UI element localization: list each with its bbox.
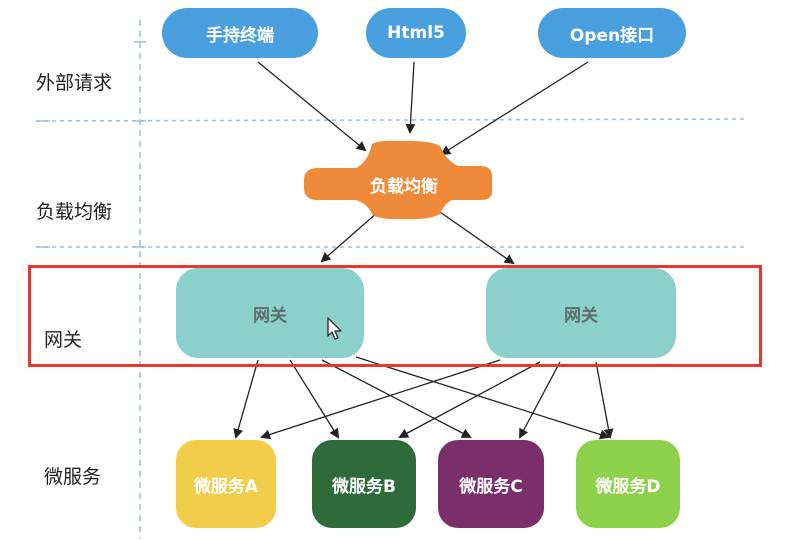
- arrow-lb-gateway2: [439, 211, 515, 265]
- load-balancer-label: 负载均衡: [370, 176, 438, 197]
- service-a: 微服务A: [176, 440, 276, 528]
- load-balancer: 负载均衡: [352, 168, 456, 200]
- mouse-pointer-icon: [327, 317, 342, 340]
- arrow-gw1-svcC: [321, 359, 472, 438]
- arrow-gw2-svcB: [398, 361, 541, 438]
- separator-line: [35, 118, 746, 122]
- row-label-external: 外部请求: [36, 72, 113, 94]
- arrow-client3-lb: [440, 61, 589, 156]
- service-label: 微服务B: [332, 476, 396, 497]
- arrow-gw2-svcD: [595, 361, 614, 439]
- gateway-label: 网关: [253, 305, 287, 326]
- arrow-gw1-svcB: [289, 359, 340, 439]
- service-label: 微服务D: [595, 476, 661, 497]
- arrow-gw1-svcD: [355, 356, 610, 440]
- row-label-microservice: 微服务: [44, 466, 102, 488]
- service-label: 微服务C: [459, 476, 523, 497]
- client-handheld-terminal: 手持终端: [162, 8, 318, 58]
- gateway-highlight-box: [28, 265, 762, 367]
- service-label: 微服务A: [193, 476, 259, 497]
- arrow-gw2-svcA: [260, 359, 501, 440]
- arrow-client1-lb: [257, 61, 367, 152]
- client-label: Html5: [387, 23, 445, 43]
- service-b: 微服务B: [312, 440, 416, 528]
- arrow-client2-lb: [405, 61, 416, 134]
- client-label: 手持终端: [206, 25, 274, 46]
- arrow-lb-gateway1: [320, 211, 379, 263]
- client-html5: Html5: [366, 8, 466, 58]
- gateway-label: 网关: [564, 305, 598, 326]
- load-balancer-shape: [304, 140, 492, 220]
- arrow-gw1-svcA: [233, 359, 259, 439]
- service-d: 微服务D: [576, 440, 680, 528]
- arrow-gw2-svcC: [519, 361, 561, 439]
- row-label-gateway: 网关: [44, 329, 83, 351]
- client-label: Open接口: [569, 25, 655, 46]
- service-c: 微服务C: [438, 440, 544, 528]
- gateway-left: 网关: [176, 268, 364, 358]
- client-open-interface: Open接口: [538, 8, 686, 58]
- row-label-load-balance: 负载均衡: [36, 201, 113, 223]
- gateway-right: 网关: [486, 268, 676, 358]
